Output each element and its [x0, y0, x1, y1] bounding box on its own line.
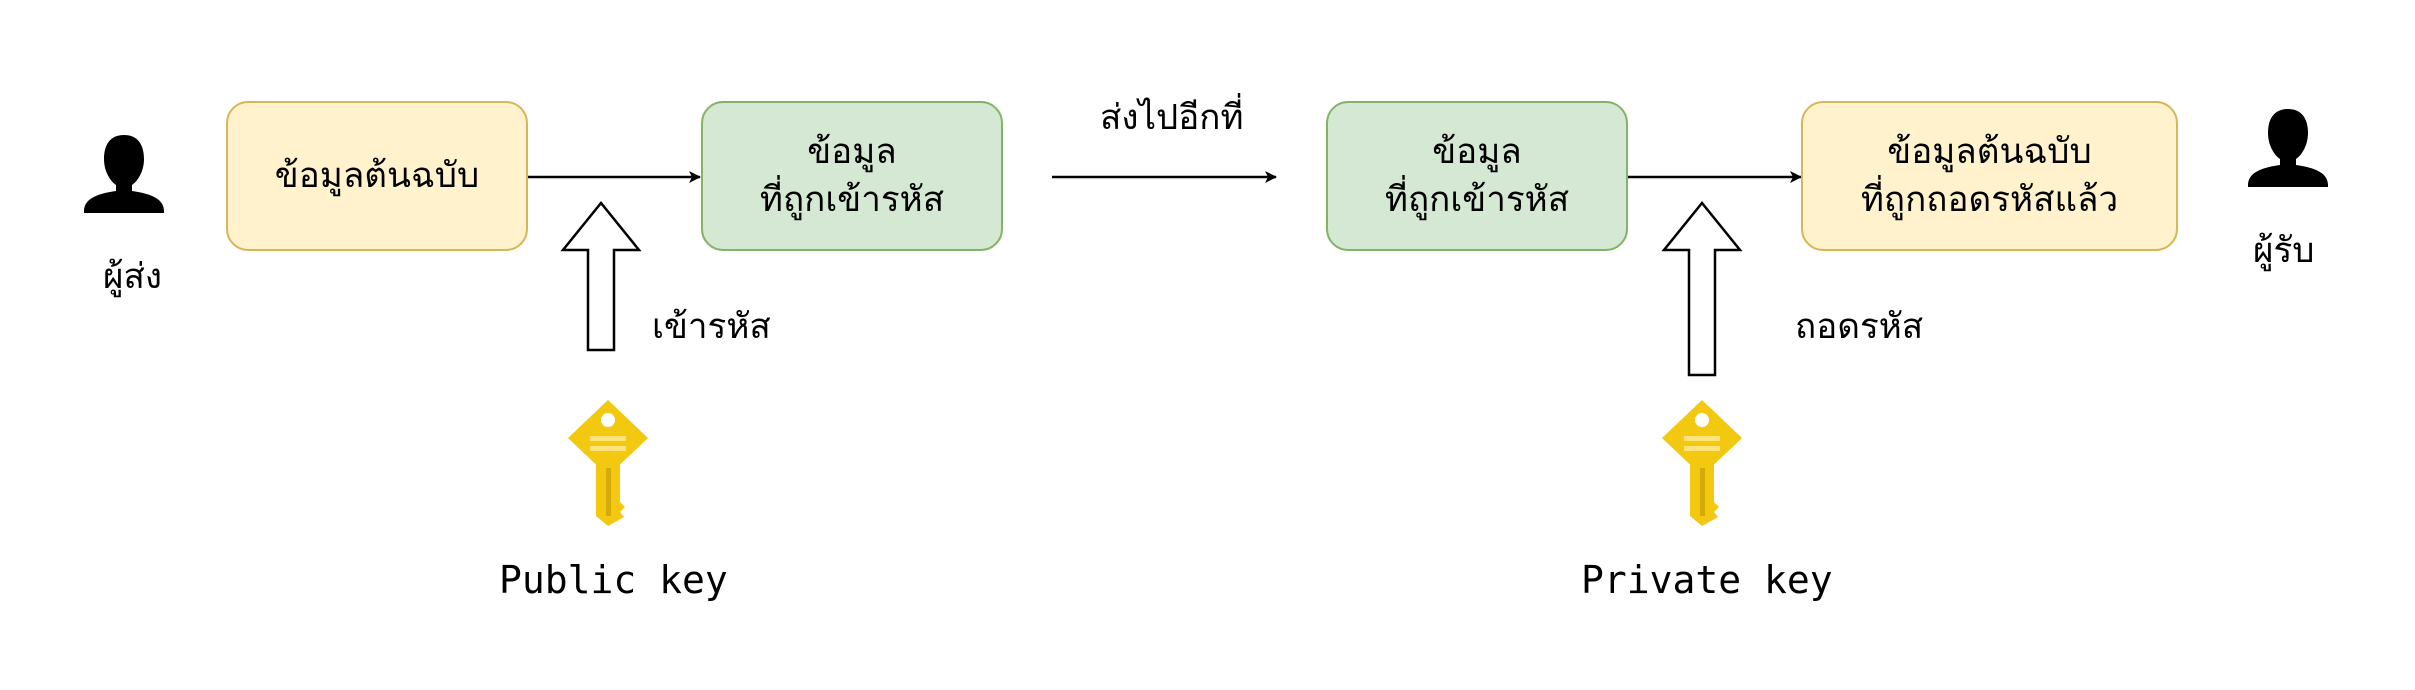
public-key-label: Public key [499, 558, 728, 602]
person-icon [2248, 109, 2328, 187]
decrypt-label: ถอดรหัส [1795, 307, 1924, 347]
sender-label: ผู้ส่ง [103, 257, 162, 297]
private-key-label: Private key [1581, 558, 1833, 602]
key-icon [568, 400, 648, 526]
key-icon [1662, 400, 1742, 526]
person-icon [84, 135, 164, 213]
encrypt-up-arrow [560, 201, 642, 352]
decrypt-up-arrow [1661, 201, 1743, 377]
decrypted-data-box: ข้อมูลต้นฉบับ ที่ถูกถอดรหัสแล้ว [1801, 101, 2178, 251]
encrypted-data-box-right: ข้อมูล ที่ถูกเข้ารหัส [1326, 101, 1628, 251]
encrypt-label: เข้ารหัส [652, 307, 771, 347]
encrypted-data-box-left: ข้อมูล ที่ถูกเข้ารหัส [701, 101, 1003, 251]
original-data-box: ข้อมูลต้นฉบับ [226, 101, 528, 251]
transmit-label: ส่งไปอีกที่ [1100, 98, 1244, 138]
receiver-label: ผู้รับ [2253, 231, 2315, 271]
